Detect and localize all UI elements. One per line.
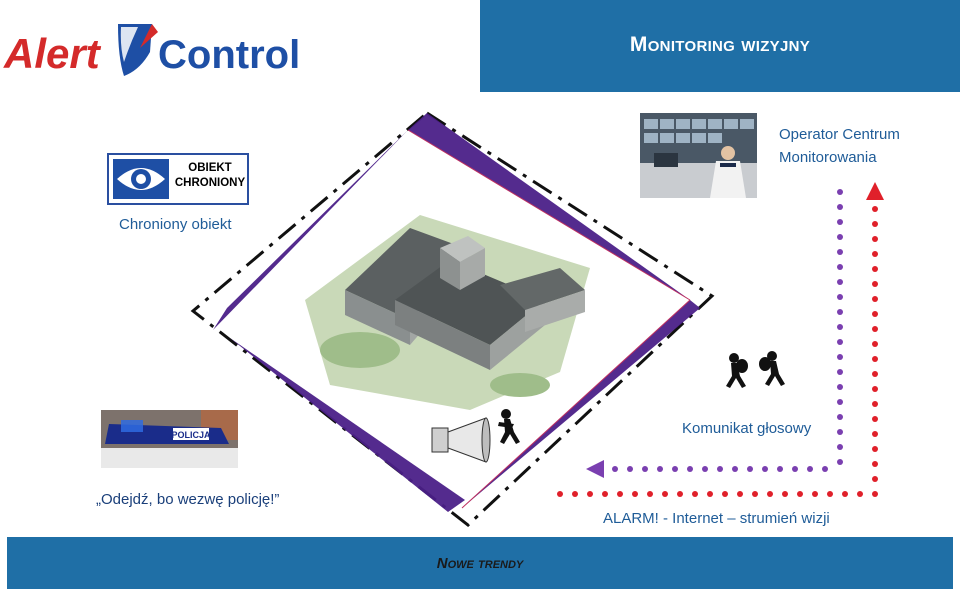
camera-wedge-top xyxy=(408,113,690,300)
sign-line-2: CHRONIONY xyxy=(174,177,246,189)
megaphone-icon xyxy=(431,417,491,463)
operator-label-line-2: Monitorowania xyxy=(779,149,877,166)
monitoring-diagram xyxy=(190,111,884,527)
police-car-label: POLICJA xyxy=(171,430,211,440)
header-bar: Monitoring wizyjny xyxy=(480,0,960,92)
footer-bar: Nowe trendy xyxy=(7,537,953,589)
logo-alert-text: Alert xyxy=(3,30,102,77)
operator-label-line-1: Operator Centrum xyxy=(779,126,900,143)
alert-control-logo: Alert Control xyxy=(3,24,300,77)
shield-icon xyxy=(118,24,158,76)
burglar-icon xyxy=(759,351,785,386)
sign-line-1: OBIEKT xyxy=(188,162,232,174)
camera-wedge-right xyxy=(462,300,700,508)
eye-icon xyxy=(113,159,169,199)
logo-control-text: Control xyxy=(158,33,300,77)
arrow-up-icon xyxy=(866,182,884,200)
police-quote-text: „Odejdź, bo wezwę policję!” xyxy=(96,491,280,508)
burglar-icon xyxy=(726,353,748,388)
alarm-label: ALARM! - Internet – strumień wizji xyxy=(603,510,830,527)
camera-wedge-bottom xyxy=(230,338,465,512)
voice-message-label: Komunikat głosowy xyxy=(682,420,812,437)
arrow-left-icon xyxy=(586,460,604,478)
footer-title: Nowe trendy xyxy=(436,555,524,572)
protected-object-sign: OBIEKT CHRONIONY xyxy=(107,153,249,205)
page-title: Monitoring wizyjny xyxy=(629,33,811,56)
purple-dotted-arrow xyxy=(612,189,843,472)
sign-text: OBIEKT CHRONIONY xyxy=(173,161,247,191)
building-illustration xyxy=(305,215,590,410)
red-dotted-arrow xyxy=(557,206,878,497)
monitoring-center-photo xyxy=(640,113,757,198)
protected-object-label: Chroniony obiekt xyxy=(119,216,232,233)
perimeter-dashed-border xyxy=(190,111,715,527)
burglar-icon xyxy=(498,409,520,444)
camera-wedge-left xyxy=(213,130,408,330)
police-car-photo: POLICJA xyxy=(101,410,238,468)
